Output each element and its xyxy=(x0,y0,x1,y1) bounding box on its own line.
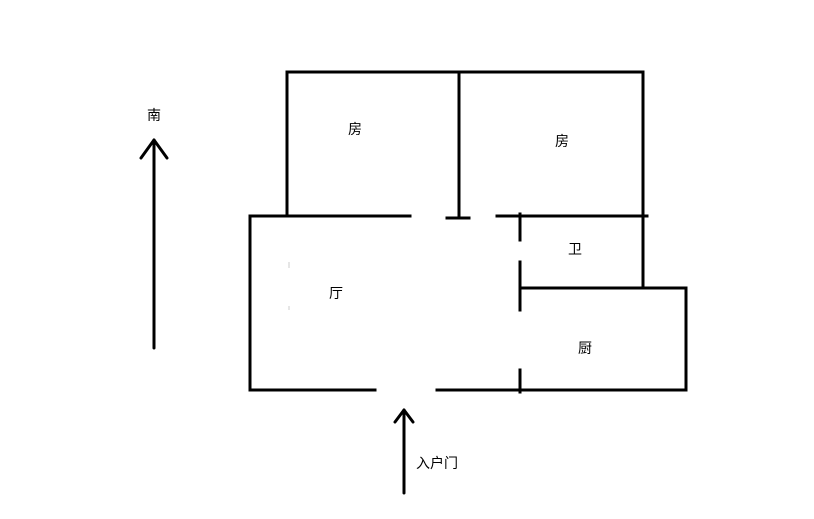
upper-rooms-walls xyxy=(285,70,645,290)
room-label-bathroom: 卫 xyxy=(568,242,582,258)
room-label-kitchen: 厨 xyxy=(578,341,592,357)
kitchen-walls xyxy=(518,286,688,392)
compass-label: 南 xyxy=(147,108,161,124)
entrance-arrow xyxy=(393,408,415,495)
compass-arrow xyxy=(139,138,169,350)
room-label-bedroom-2: 房 xyxy=(555,134,569,150)
room-label-bedroom-1: 房 xyxy=(348,122,362,138)
living-room-walls xyxy=(248,214,688,392)
room-label-living-room: 厅 xyxy=(329,286,343,302)
entrance-label: 入户门 xyxy=(416,455,458,472)
